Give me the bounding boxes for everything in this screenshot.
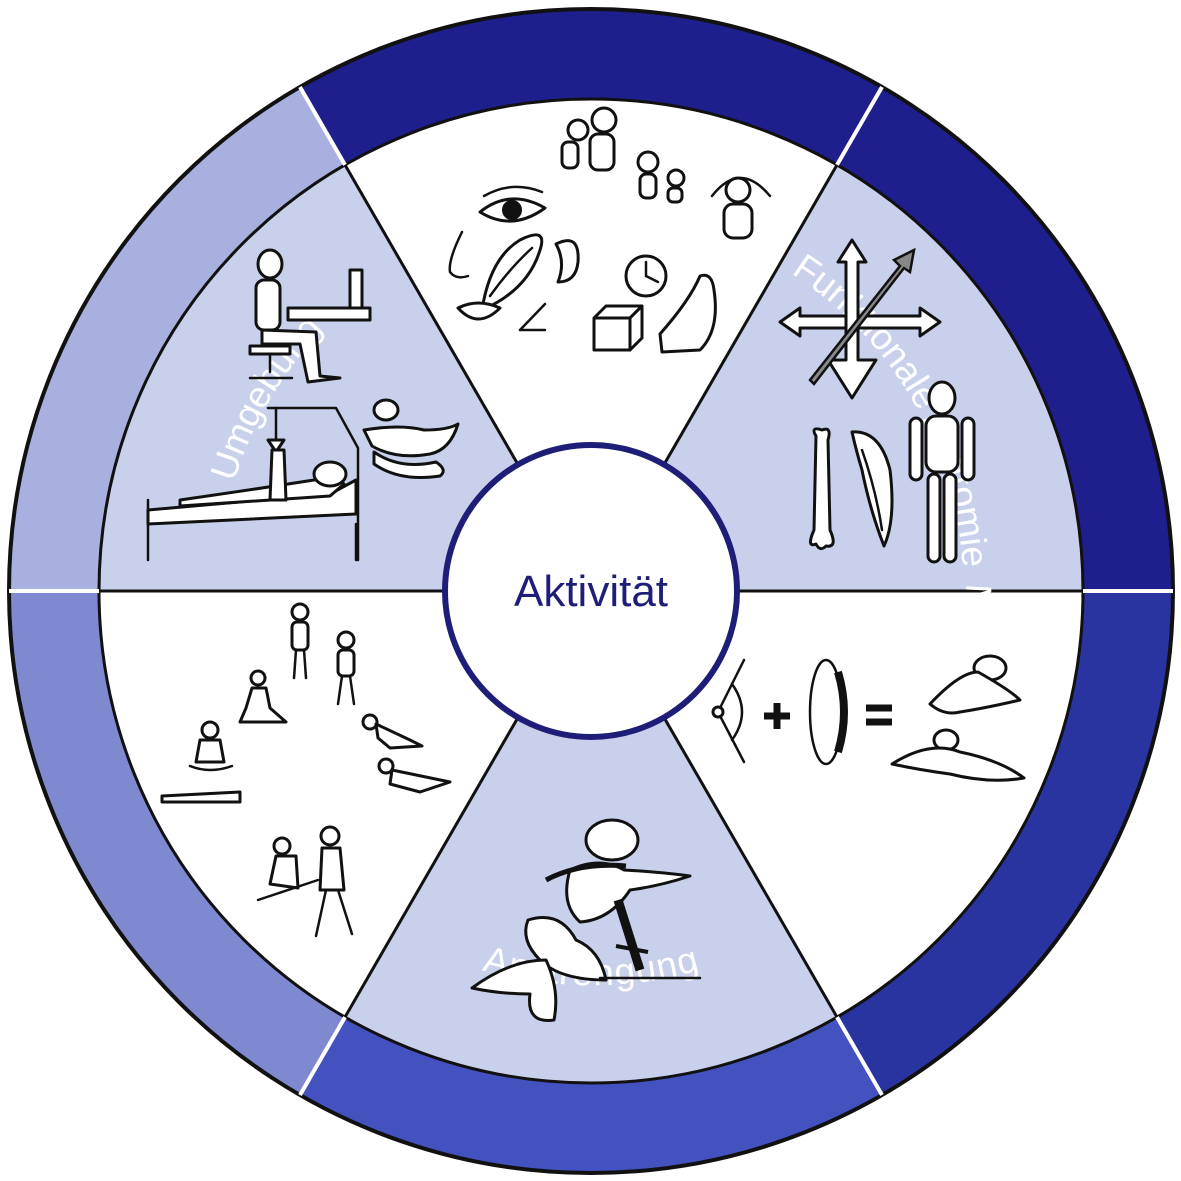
ring-segment-anstrengung bbox=[300, 1017, 882, 1173]
ring-segment-umgebung bbox=[9, 86, 345, 592]
kneeling-figure-icon bbox=[470, 818, 702, 1022]
center-disc bbox=[445, 445, 737, 737]
posture-figures-icon bbox=[160, 602, 452, 938]
axes-icon bbox=[778, 238, 942, 400]
ring-divider-0 bbox=[298, 85, 347, 166]
eye-icon bbox=[478, 185, 547, 223]
center-label: Aktivität bbox=[514, 567, 668, 616]
ring-segment-menschliche-bewegung bbox=[837, 591, 1173, 1096]
desk-worker-icon bbox=[248, 248, 372, 384]
ring-divider-1 bbox=[835, 85, 884, 166]
inner-sector-menschliche-funktion bbox=[99, 591, 591, 1018]
menschliche-bewegung-illustrations bbox=[711, 654, 1026, 782]
mouth-icon bbox=[456, 301, 502, 321]
sector-divider-4 bbox=[343, 716, 520, 1018]
ring-segment-funktionale-anatomie bbox=[837, 86, 1173, 592]
people-icon bbox=[560, 106, 772, 240]
center-ring bbox=[442, 442, 740, 740]
umgebung-illustrations bbox=[146, 248, 460, 562]
skin-icon bbox=[480, 233, 544, 312]
sector-dividers bbox=[9, 85, 1173, 1097]
sector-divider-3 bbox=[662, 716, 839, 1018]
plus-icon bbox=[764, 703, 790, 729]
inner-sector-umgebung bbox=[99, 164, 591, 591]
ring-segment-menschliche-funktion bbox=[9, 591, 345, 1096]
inner-sector-interaktion bbox=[345, 98, 837, 591]
cube-icon bbox=[592, 304, 644, 352]
anstrengung-illustrations bbox=[470, 818, 702, 1022]
ring-segment-interaktion bbox=[300, 8, 882, 165]
nose-icon bbox=[448, 230, 470, 279]
hospital-bed-icon bbox=[146, 406, 360, 562]
bone-icon bbox=[809, 427, 835, 551]
force-arrow-icon bbox=[544, 862, 649, 972]
ring-divider-4 bbox=[298, 1016, 347, 1097]
inner-sector-funktionale-anatomie bbox=[591, 164, 1083, 591]
outer-ring bbox=[9, 8, 1173, 1173]
ring-divider-3 bbox=[835, 1016, 884, 1097]
ear-icon bbox=[554, 239, 580, 284]
finger-icon bbox=[518, 302, 547, 332]
sector-divider-1 bbox=[662, 164, 839, 466]
menschliche-funktion-illustrations bbox=[160, 602, 452, 938]
muscle-icon bbox=[850, 430, 894, 548]
reclining-chair-icon bbox=[362, 398, 460, 479]
clock-icon bbox=[624, 254, 668, 298]
body-figure-icon bbox=[908, 380, 976, 564]
lying-figures-icon bbox=[890, 654, 1026, 782]
arm-muscle-icon bbox=[658, 273, 717, 354]
funktionale-anatomie-illustrations bbox=[778, 238, 976, 564]
sector-divider-0 bbox=[343, 164, 520, 466]
equals-icon bbox=[866, 704, 892, 726]
interaktion-illustrations bbox=[448, 106, 772, 354]
angle-icon bbox=[711, 658, 746, 764]
rotation-icon bbox=[808, 658, 848, 766]
